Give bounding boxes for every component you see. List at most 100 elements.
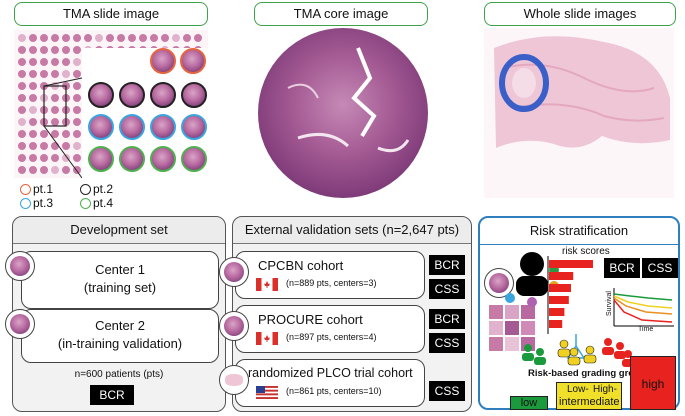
tma-spot: [183, 34, 191, 42]
plco-name: randomized PLCO trial cohort: [248, 366, 413, 380]
legend-pt2: pt.2: [93, 182, 114, 196]
tma-spot: [18, 94, 26, 102]
tma-spot: [73, 70, 81, 78]
center2-name: Center 2: [95, 318, 145, 333]
tma-spot: [73, 46, 81, 54]
risk-score-bar: [549, 260, 593, 268]
center2-role: (in-training validation): [57, 336, 183, 351]
tma-spot: [117, 34, 125, 42]
tma-spot: [51, 118, 59, 126]
zoomed-core: [150, 114, 176, 140]
development-patients: n=600 patients (pts): [74, 369, 164, 380]
tma-core-label: TMA core image: [254, 2, 428, 26]
wsi-tissue: [494, 36, 670, 149]
tma-spot: [51, 166, 59, 174]
canada-flag-icon: [256, 278, 278, 291]
grade-low-intermediate-label: Low-: [567, 384, 589, 395]
plco-css-tag: CSS: [429, 381, 465, 401]
usa-flag-icon: [256, 386, 278, 399]
tma-spot: [73, 106, 81, 114]
zoomed-core: [181, 82, 207, 108]
risk-tile: [488, 320, 504, 336]
zoomed-core: [181, 114, 207, 140]
zoomed-core: [150, 48, 176, 74]
zoomed-core: [88, 82, 114, 108]
cpcbn-css-tag: CSS: [429, 279, 465, 299]
tma-spot: [51, 58, 59, 66]
tma-spot: [29, 94, 37, 102]
plco-detail: (n=861 pts, centers=10): [286, 386, 382, 396]
tma-spot: [73, 142, 81, 150]
risk-tile: [520, 320, 536, 336]
tma-spot: [18, 142, 26, 150]
pt3-ring-icon: [20, 198, 31, 210]
center2-box: Center 2 (in-training validation): [21, 309, 219, 363]
pt2-ring-icon: [80, 184, 91, 196]
grade-intermediate: Low- High- intermediate: [556, 382, 622, 410]
risk-score-bar: [549, 320, 563, 328]
cpcbn-core-icon: [219, 257, 249, 287]
cpcbn-cohort-box: CPCBN cohort (n=889 pts, centers=3): [235, 251, 425, 299]
tma-spot: [73, 34, 81, 42]
center1-name: Center 1: [95, 262, 145, 277]
tma-slide-label: TMA slide image: [14, 2, 208, 26]
tma-spot: [73, 130, 81, 138]
tma-spot: [51, 130, 59, 138]
tma-spot: [40, 166, 48, 174]
risk-tile: [488, 304, 504, 320]
tma-spot: [40, 142, 48, 150]
center2-core-icon: [5, 309, 35, 339]
tma-spot: [29, 46, 37, 54]
legend-pt4: pt.4: [93, 196, 114, 210]
tma-spot: [29, 82, 37, 90]
tma-spot: [73, 166, 81, 174]
tma-spot: [29, 142, 37, 150]
risk-stratification-title: Risk stratification: [480, 218, 678, 245]
grade-intermediate-label: intermediate: [559, 396, 620, 408]
patient-groups-icon: [522, 338, 634, 367]
risk-score-bars: [547, 256, 593, 334]
tma-spot: [40, 154, 48, 162]
tma-spot: [29, 70, 37, 78]
tma-spot: [29, 118, 37, 126]
tma-spot: [62, 142, 70, 150]
center1-role: (training set): [83, 280, 157, 295]
procure-core-icon: [219, 311, 249, 341]
risk-bcr-tag: BCR: [604, 258, 640, 278]
tma-spot: [62, 34, 70, 42]
tma-spot: [40, 130, 48, 138]
tma-spot: [29, 154, 37, 162]
tma-spot: [73, 154, 81, 162]
grade-low: low: [510, 396, 548, 410]
validation-set-panel: External validation sets (n=2,647 pts) C…: [219, 216, 472, 412]
tma-spot: [161, 34, 169, 42]
pt4-ring-icon: [80, 198, 91, 210]
tma-spot: [62, 58, 70, 66]
zoomed-core: [150, 82, 176, 108]
plco-slide-icon: [219, 365, 249, 395]
tma-spot: [62, 166, 70, 174]
tma-spot: [18, 130, 26, 138]
tma-spot: [84, 34, 92, 42]
cpcbn-name: CPCBN cohort: [258, 258, 344, 273]
core-tissue-pattern: [287, 47, 410, 153]
tma-spot: [51, 106, 59, 114]
development-set-title: Development set: [13, 217, 225, 244]
tma-spot: [128, 34, 136, 42]
tma-spot: [95, 34, 103, 42]
tma-spot: [18, 70, 26, 78]
whole-slide-label: Whole slide images: [484, 2, 676, 26]
tma-spot: [51, 46, 59, 54]
tma-spot: [40, 46, 48, 54]
procure-bcr-tag: BCR: [429, 309, 465, 329]
tma-spot: [150, 34, 158, 42]
tma-spot: [51, 94, 59, 102]
tma-spot: [172, 34, 180, 42]
tma-spot: [29, 34, 37, 42]
tma-spot: [18, 34, 26, 42]
tma-core-image: [258, 28, 428, 198]
risk-core-icon: [484, 268, 514, 298]
zoomed-core: [88, 146, 114, 172]
procure-name: PROCURE cohort: [258, 312, 363, 327]
